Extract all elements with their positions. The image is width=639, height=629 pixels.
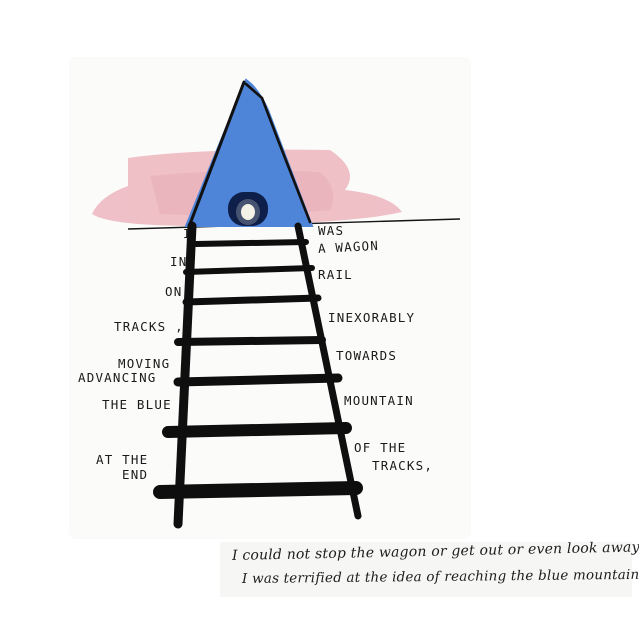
- poem-word: WAS: [318, 223, 345, 238]
- poem-word: THE BLUE: [102, 397, 172, 412]
- tunnel-light: [241, 204, 255, 220]
- mountain-outline-right: [244, 82, 312, 224]
- poem-word: I: [183, 226, 192, 241]
- poem-word: ON: [165, 284, 183, 299]
- poem-word: AT THE: [96, 452, 149, 467]
- left-rail: [173, 221, 197, 529]
- poem-word: TRACKS ,: [114, 319, 184, 334]
- poem-word: ADVANCING: [78, 370, 157, 385]
- sleeper: [193, 239, 309, 247]
- poem-word: TOWARDS: [336, 348, 398, 363]
- sleeper: [162, 422, 352, 438]
- sleeper: [173, 373, 343, 387]
- poem-word: OF THE: [354, 440, 407, 455]
- mountain-outline-left: [188, 80, 246, 226]
- poem-word: RAIL: [318, 267, 353, 282]
- sleeper: [174, 336, 326, 346]
- poem-word: MOVING: [118, 356, 171, 371]
- poem-word: END: [122, 467, 149, 482]
- poem-word: MOUNTAIN: [344, 393, 414, 408]
- caption-strip: [220, 542, 632, 597]
- right-rail: [294, 222, 362, 520]
- poem-word: IN: [170, 254, 188, 269]
- sleeper: [182, 294, 322, 306]
- poem-word: INEXORABLY: [328, 310, 416, 325]
- sleeper: [183, 265, 315, 275]
- poem-word: A WAGON: [317, 237, 380, 256]
- sleeper: [153, 481, 363, 499]
- railway-sleepers: [153, 239, 363, 499]
- poem-word: TRACKS,: [372, 458, 434, 473]
